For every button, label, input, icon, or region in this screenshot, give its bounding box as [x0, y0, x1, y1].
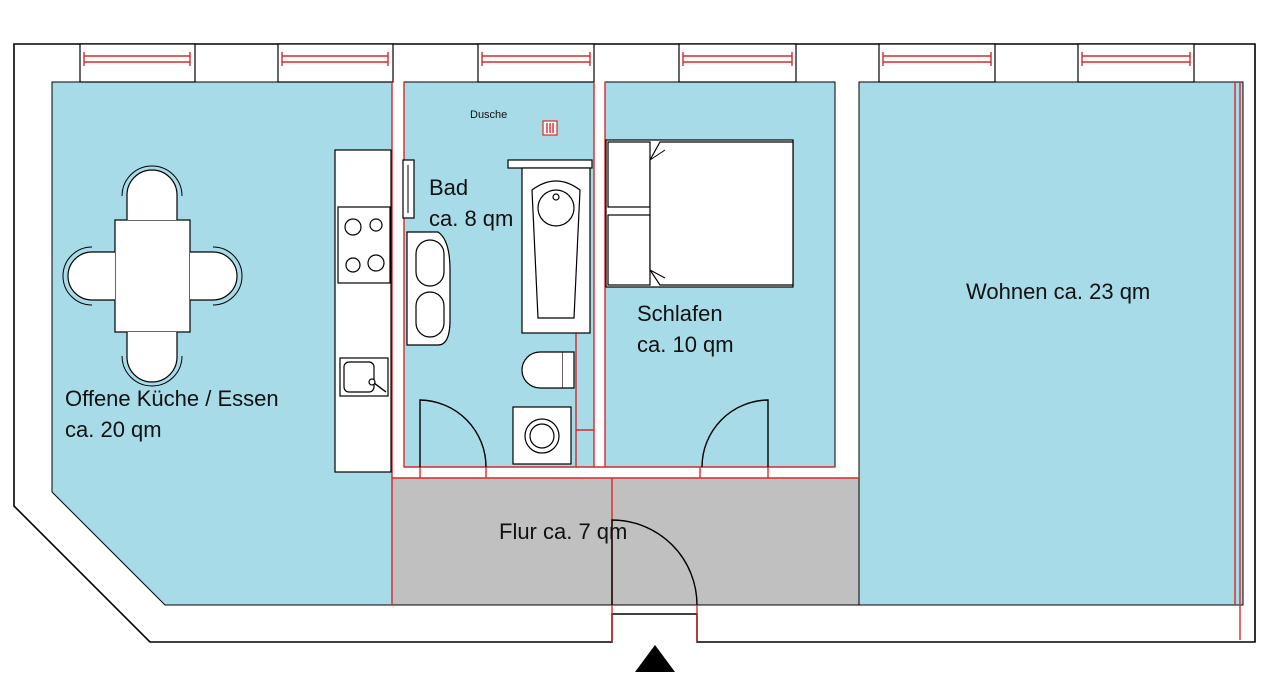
- window: [277, 43, 394, 83]
- entrance-arrow-icon: [635, 645, 675, 672]
- window: [477, 43, 595, 83]
- bath-area: ca. 8 qm: [429, 206, 513, 231]
- window: [678, 43, 797, 83]
- bedroom-area: ca. 10 qm: [637, 332, 734, 357]
- living-label: Wohnen ca. 23 qm: [966, 279, 1150, 304]
- windows: [79, 43, 1195, 83]
- dining-table: [62, 165, 243, 387]
- window: [1077, 43, 1195, 83]
- hall-label: Flur ca. 7 qm: [499, 519, 627, 544]
- double-bed: [605, 139, 794, 288]
- room-hall: [391, 477, 860, 606]
- kitchen-label: Offene Küche / Essen: [65, 386, 279, 411]
- shower-label: Dusche: [470, 109, 507, 121]
- window: [878, 43, 996, 83]
- kitchen-area: ca. 20 qm: [65, 417, 162, 442]
- kitchen-counter: [334, 149, 392, 473]
- doors: [419, 399, 769, 606]
- bedroom-label: Schlafen: [637, 301, 723, 326]
- bath-label: Bad: [429, 175, 468, 200]
- window: [79, 43, 196, 83]
- bath-fixtures: [402, 120, 593, 465]
- room-living: [858, 81, 1244, 606]
- red-markup-lines: [391, 82, 1241, 642]
